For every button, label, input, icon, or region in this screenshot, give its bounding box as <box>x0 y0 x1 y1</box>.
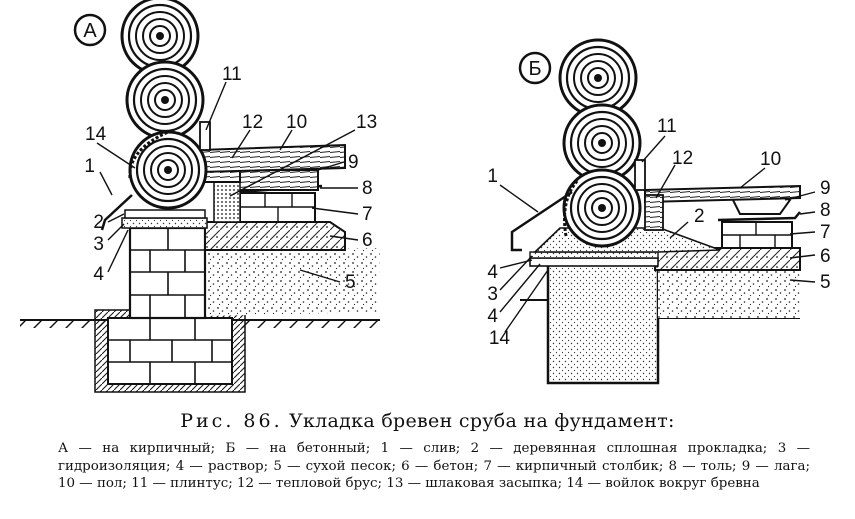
leaders-b <box>499 135 816 333</box>
callout-a-14: 14 <box>85 124 107 145</box>
callout-b-3: 3 <box>487 284 498 305</box>
concrete-foundation-b <box>546 263 660 385</box>
waterproofing-b <box>529 251 659 259</box>
callout-a-5: 5 <box>345 272 356 293</box>
figure-caption-title: Рис. 86. Укладка бревен сруба на фундаме… <box>0 410 855 432</box>
log-a-bottom <box>128 130 208 210</box>
callout-a-11: 11 <box>222 64 242 85</box>
brick-footing-a <box>94 309 246 393</box>
panel-b-badge <box>518 51 552 85</box>
callout-b-9: 9 <box>820 178 831 199</box>
thermal-beam-b <box>644 194 664 231</box>
callout-a-8: 8 <box>362 178 373 199</box>
callout-a-3: 3 <box>93 234 104 255</box>
felt-b <box>717 211 801 222</box>
callout-a-4: 4 <box>93 264 104 285</box>
callout-a-2: 2 <box>93 212 104 233</box>
callout-a-12: 12 <box>242 112 263 133</box>
brick-post-b <box>721 221 793 249</box>
drip-flashing-b <box>510 190 573 252</box>
log-a-middle <box>125 60 205 140</box>
callout-b-12: 12 <box>672 148 693 169</box>
concrete-a <box>204 221 346 251</box>
callout-a-6: 6 <box>362 230 373 251</box>
callout-b-1: 1 <box>487 166 498 187</box>
panel-a-badge <box>73 13 107 47</box>
panel-b: Б <box>487 38 831 385</box>
figure-label: Рис. 86. <box>180 410 283 432</box>
sand-b <box>658 270 800 318</box>
callout-b-8: 8 <box>820 200 831 221</box>
panel-a-tag: А <box>83 20 97 42</box>
plinth-a <box>199 121 211 151</box>
floor-b <box>644 184 801 204</box>
callout-b-7: 7 <box>820 222 831 243</box>
brick-post-a <box>239 192 316 223</box>
callout-b-14: 14 <box>489 328 511 349</box>
figure-title: Укладка бревен сруба на фундамент: <box>288 410 675 432</box>
callout-a-13: 13 <box>356 112 377 133</box>
panel-b-tag: Б <box>528 58 541 80</box>
callout-b-5: 5 <box>820 272 831 293</box>
wood-pad-a <box>124 209 206 219</box>
leaders-a <box>96 81 359 283</box>
mortar-b <box>529 257 659 267</box>
foundation-diagram: А <box>20 0 831 393</box>
callout-a-7: 7 <box>362 204 373 225</box>
felt-around-log-b <box>563 178 580 237</box>
callout-b-4-upper: 4 <box>487 262 498 283</box>
callout-b-6: 6 <box>820 246 831 267</box>
felt-around-log-a <box>128 130 169 179</box>
callout-b-4-lower: 4 <box>487 306 498 327</box>
waterproofing-a <box>121 217 208 229</box>
callout-a-1: 1 <box>84 156 95 177</box>
brick-column-a <box>128 226 207 320</box>
joist-a <box>237 169 319 191</box>
callout-a-9: 9 <box>348 152 359 173</box>
panel-a: А <box>20 0 380 393</box>
callout-b-11: 11 <box>657 116 677 137</box>
callout-b-2: 2 <box>694 206 705 227</box>
callout-b-10: 10 <box>760 149 781 170</box>
sand-a <box>205 248 380 316</box>
plinth-b <box>634 159 646 191</box>
callout-a-10: 10 <box>286 112 307 133</box>
figure-legend: А — на кирпичный; Б — на бетонный; 1 — с… <box>58 441 810 491</box>
drip-flashing-a <box>100 194 133 231</box>
